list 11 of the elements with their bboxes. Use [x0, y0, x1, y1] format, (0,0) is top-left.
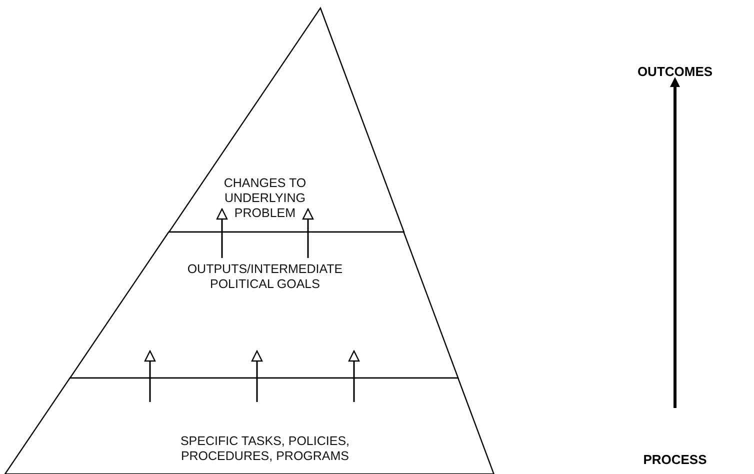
upward-arrow: [670, 77, 680, 408]
hollow-arrow: [216, 208, 228, 258]
section-label: OUTPUTS/INTERMEDIATE POLITICAL GOALS: [186, 262, 344, 292]
axis-end-label: OUTCOMES: [636, 64, 714, 79]
hollow-arrow: [302, 208, 314, 258]
section-label: SPECIFIC TASKS, POLICIES, PROCEDURES, PROGRAMS: [179, 434, 350, 464]
hollow-arrow: [251, 350, 263, 402]
axis-end-label: PROCESS: [642, 452, 708, 467]
section-label: CHANGES TO UNDERLYING PROBLEM: [222, 176, 308, 221]
hollow-arrow: [348, 350, 360, 402]
hollow-arrow: [144, 350, 156, 402]
